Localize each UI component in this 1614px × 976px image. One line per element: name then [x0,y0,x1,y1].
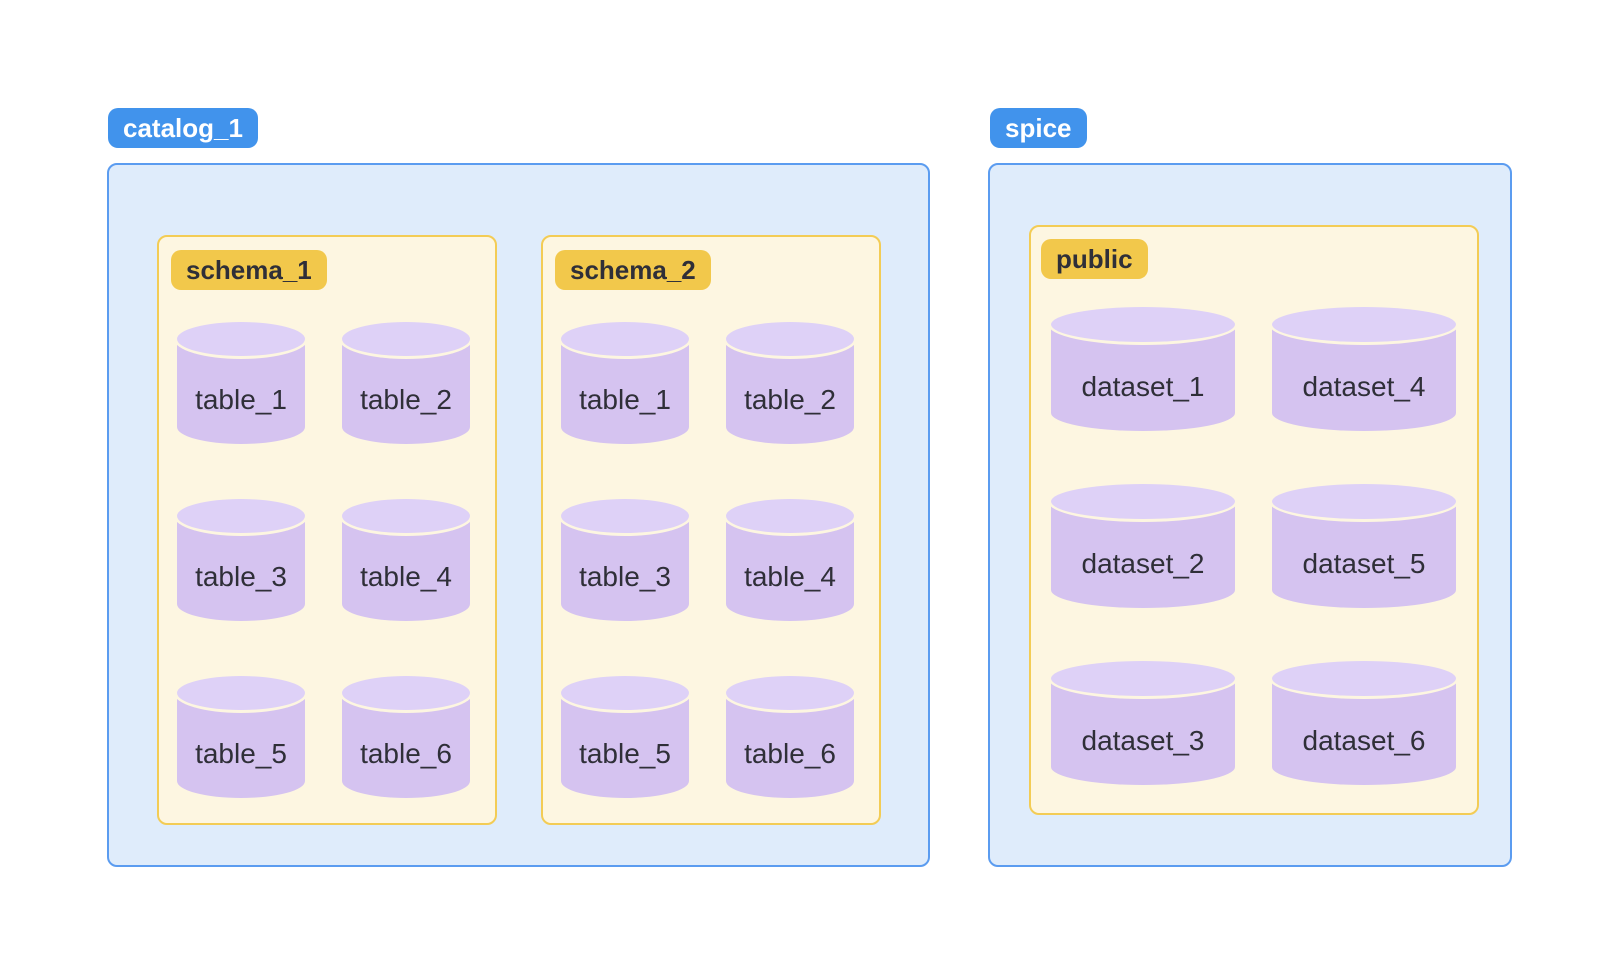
table-label: table_3 [579,561,671,592]
table-label: table_1 [579,384,671,415]
table-label: table_2 [744,384,836,415]
database-icon-top [1272,484,1456,519]
table-label: table_4 [744,561,836,592]
schema-2-table-grid: table_1 table_2 table_3 table_4 [561,322,854,798]
table-cylinder: table_6 [342,676,470,798]
table-cylinder: table_1 [177,322,305,444]
table-label: table_5 [579,738,671,769]
database-icon-body [561,516,689,621]
table-label: table_3 [195,561,287,592]
table-label: table_6 [744,738,836,769]
database-icon-top [177,322,305,356]
table-cylinder: table_1 [561,322,689,444]
database-icon-body [726,339,854,444]
database-icon-top [177,676,305,710]
database-icon-body [342,693,470,798]
database-icon-body [1051,678,1235,785]
database-icon-body [177,516,305,621]
dataset-label: dataset_4 [1302,370,1426,402]
dataset-label: dataset_1 [1081,370,1205,402]
database-icon-top [561,676,689,710]
database-icon-body [726,516,854,621]
database-icon-body [726,693,854,798]
database-icon-top [1051,484,1235,519]
database-icon-body [1272,678,1456,785]
table-label: table_4 [360,561,452,592]
database-icon-body [1051,324,1235,431]
database-icon-body [342,339,470,444]
database-icon-top [1051,307,1235,342]
database-icon-body [561,693,689,798]
dataset-cylinder: dataset_3 [1051,661,1235,785]
dataset-label: dataset_6 [1302,724,1426,756]
dataset-label: dataset_3 [1081,724,1205,756]
database-icon-body [177,693,305,798]
schema-2-badge: schema_2 [555,250,711,290]
table-cylinder: table_4 [726,499,854,621]
database-icon-top [342,499,470,533]
dataset-cylinder: dataset_1 [1051,307,1235,431]
spice-badge: spice [990,108,1087,148]
catalog-container: schema_1 table_1 table_2 table_3 [107,163,930,867]
dataset-cylinder: dataset_6 [1272,661,1456,785]
public-badge: public [1041,239,1148,279]
schema-1-table-grid: table_1 table_2 table_3 table_4 [177,322,470,798]
database-icon-top [726,676,854,710]
database-icon-body [177,339,305,444]
table-cylinder: table_4 [342,499,470,621]
dataset-cylinder: dataset_2 [1051,484,1235,608]
table-label: table_2 [360,384,452,415]
dataset-cylinder: dataset_5 [1272,484,1456,608]
table-cylinder: table_5 [561,676,689,798]
database-icon-top [342,322,470,356]
table-label: table_1 [195,384,287,415]
database-icon-top [726,322,854,356]
schema-box-1: schema_1 table_1 table_2 table_3 [157,235,497,825]
database-icon-body [1272,501,1456,608]
schema-1-badge: schema_1 [171,250,327,290]
table-cylinder: table_3 [177,499,305,621]
database-icon-body [1051,501,1235,608]
dataset-label: dataset_5 [1302,547,1426,579]
table-label: table_5 [195,738,287,769]
table-cylinder: table_6 [726,676,854,798]
table-cylinder: table_2 [726,322,854,444]
database-icon-top [342,676,470,710]
dataset-cylinder: dataset_4 [1272,307,1456,431]
database-icon-body [561,339,689,444]
spice-container: public dataset_1 dataset_2 dataset_3 [988,163,1512,867]
database-icon-top [1272,661,1456,696]
database-icon-body [1272,324,1456,431]
public-dataset-grid: dataset_1 dataset_2 dataset_3 dataset_4 [1051,307,1456,785]
table-cylinder: table_2 [342,322,470,444]
database-icon-top [561,499,689,533]
public-box: public dataset_1 dataset_2 dataset_3 [1029,225,1479,815]
database-icon-top [561,322,689,356]
catalog-badge: catalog_1 [108,108,258,148]
table-cylinder: table_5 [177,676,305,798]
database-icon-top [726,499,854,533]
table-cylinder: table_3 [561,499,689,621]
database-icon-top [1272,307,1456,342]
table-label: table_6 [360,738,452,769]
database-icon-body [342,516,470,621]
schema-box-2: schema_2 table_1 table_2 table_3 [541,235,881,825]
dataset-label: dataset_2 [1081,547,1205,579]
database-icon-top [177,499,305,533]
database-icon-top [1051,661,1235,696]
